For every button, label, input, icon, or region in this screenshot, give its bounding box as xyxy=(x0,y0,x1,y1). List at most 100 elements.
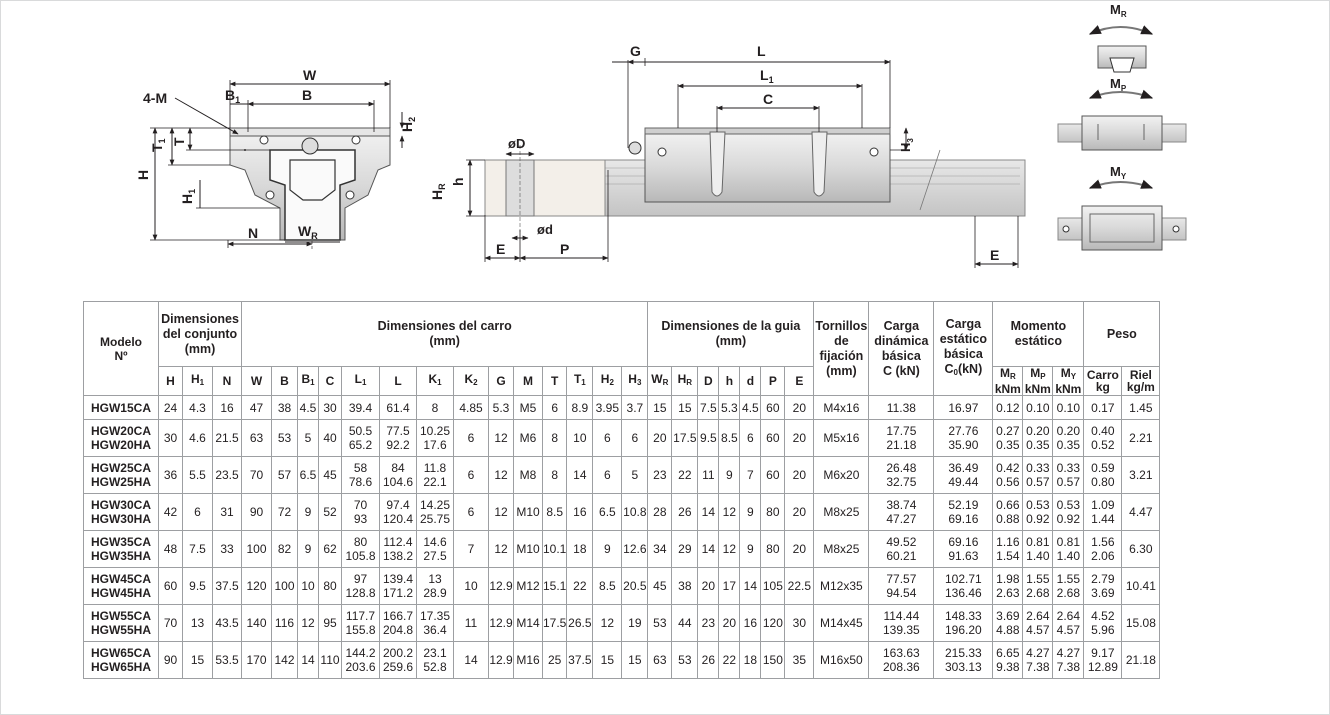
value-cell: 4.3 xyxy=(182,395,213,420)
value-cell: 53 xyxy=(671,641,699,679)
value-cell: 37.5 xyxy=(212,567,242,605)
value-cell: 60 xyxy=(760,419,786,457)
value-cell: M10 xyxy=(513,530,543,568)
value-cell: 8 xyxy=(541,419,568,457)
value-cell: 17.5 xyxy=(541,604,568,642)
value-cell: 2.21 xyxy=(1121,419,1161,457)
value-cell: 15.08 xyxy=(1121,604,1161,642)
value-cell: 72 xyxy=(271,493,298,531)
value-cell: 9.5 xyxy=(697,419,720,457)
value-cell: 16 xyxy=(212,395,242,420)
moment-label-my: MY xyxy=(1110,164,1127,181)
value-cell: 12 xyxy=(488,419,514,457)
value-cell: 26 xyxy=(697,641,720,679)
value-cell: 20.5 xyxy=(621,567,649,605)
moment-label-mr: MR xyxy=(1110,2,1127,19)
model-cell: HGW15CA xyxy=(83,395,159,420)
value-cell: 22 xyxy=(671,456,699,494)
dim-label-l1: L1 xyxy=(760,67,774,85)
value-cell: 4.5 xyxy=(739,395,762,420)
value-cell: 38 xyxy=(671,567,699,605)
dim-label-g: G xyxy=(630,43,641,59)
value-cell: 63 xyxy=(241,419,272,457)
value-cell: 90 xyxy=(241,493,272,531)
dim-label-4m: 4-M xyxy=(143,90,167,106)
value-cell: 8.5 xyxy=(592,567,623,605)
value-cell: 3.21 xyxy=(1121,456,1161,494)
value-cell: 17.5 xyxy=(671,419,699,457)
value-cell: 11 xyxy=(453,604,489,642)
col-header-e: E xyxy=(784,366,815,396)
value-cell: 39.4 xyxy=(341,395,380,420)
col-header-h1: H1 xyxy=(182,366,213,396)
dim-label-p: P xyxy=(560,241,569,257)
value-cell: 22 xyxy=(718,641,741,679)
value-cell: 8.5 xyxy=(541,493,568,531)
value-cell: 9 xyxy=(297,530,319,568)
value-cell: 12 xyxy=(297,604,319,642)
value-cell: M12x35 xyxy=(813,567,870,605)
value-cell: 14 xyxy=(566,456,594,494)
col-header-n: N xyxy=(212,366,242,396)
value-cell: 11 xyxy=(697,456,720,494)
value-cell: 45 xyxy=(647,567,673,605)
value-cell: 7 xyxy=(739,456,762,494)
value-cell: 47 xyxy=(241,395,272,420)
value-cell: 10.8 xyxy=(621,493,649,531)
header-peso: Peso xyxy=(1083,301,1161,367)
dim-label-c: C xyxy=(763,91,773,107)
value-cell: 37.5 xyxy=(566,641,594,679)
value-cell: 170 xyxy=(241,641,272,679)
value-cell: 25 xyxy=(541,641,568,679)
value-cell: 8 xyxy=(416,395,454,420)
value-cell: 8.5 xyxy=(718,419,741,457)
value-cell: 16 xyxy=(566,493,594,531)
value-cell: 57 xyxy=(271,456,298,494)
value-cell: M8 xyxy=(513,456,543,494)
dim-label-e: E xyxy=(496,241,505,257)
value-cell: 21.18 xyxy=(1121,641,1161,679)
value-cell: 26.5 xyxy=(566,604,594,642)
value-cell: 9 xyxy=(739,493,762,531)
moment-views-drawing: MR MP MY xyxy=(1057,2,1187,251)
value-cell: 140 xyxy=(241,604,272,642)
dim-label-e2: E xyxy=(990,247,999,263)
value-cell: 10 xyxy=(566,419,594,457)
value-cell: M8x25 xyxy=(813,530,870,568)
col-header-b: B xyxy=(271,366,298,396)
col-header-hr: HR xyxy=(671,366,699,396)
value-cell: 6 xyxy=(453,456,489,494)
dim-label-h-small: h xyxy=(450,177,466,186)
value-cell: M8x25 xyxy=(813,493,870,531)
value-cell: 30 xyxy=(158,419,183,457)
value-cell: M10 xyxy=(513,493,543,531)
value-cell: 61.4 xyxy=(379,395,417,420)
value-cell: 5 xyxy=(297,419,319,457)
value-cell: 15.1 xyxy=(541,567,568,605)
header-dim-carro: Dimensiones del carro(mm) xyxy=(240,301,649,367)
